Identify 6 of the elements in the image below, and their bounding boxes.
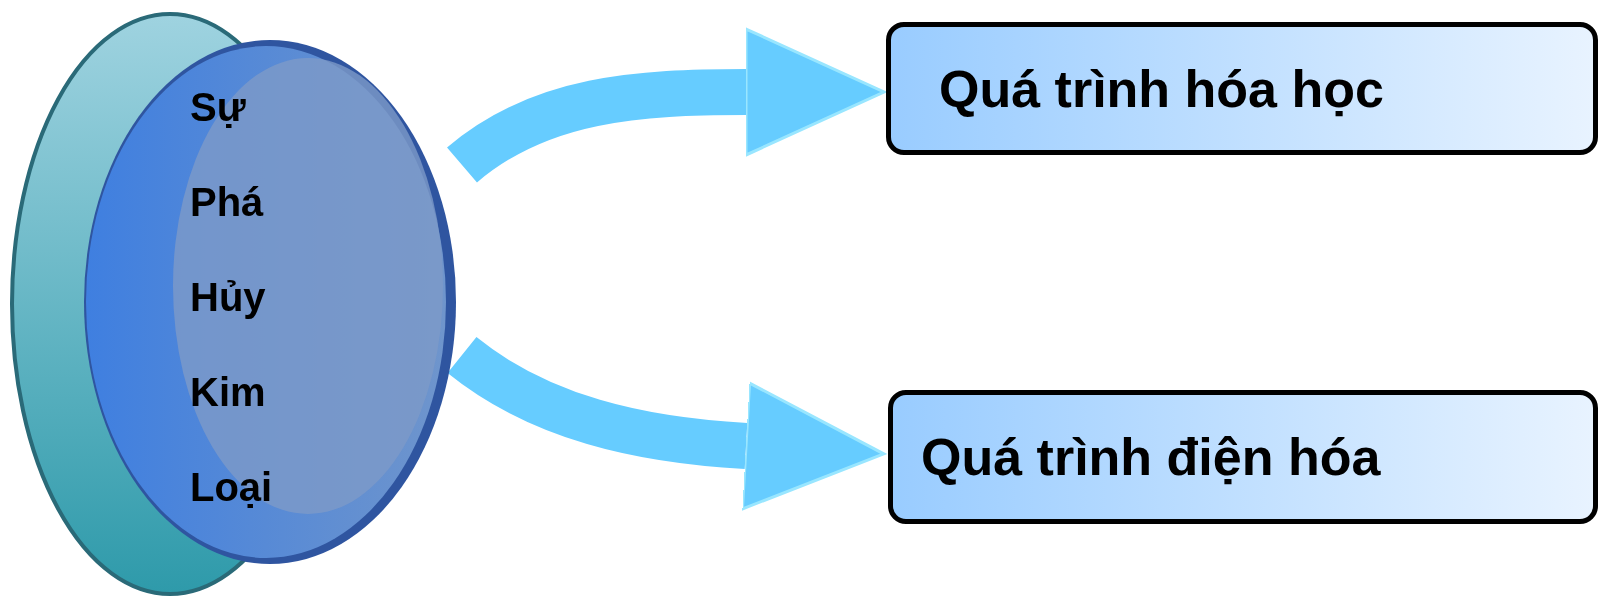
- node-label: Sự Phá Hủy Kim Loại: [190, 84, 273, 511]
- block-arrow: [448, 336, 886, 511]
- process-box: [886, 22, 1598, 155]
- node-label: Quá trình điện hóa: [921, 427, 1381, 487]
- process-box: [888, 390, 1598, 524]
- node-label: Quá trình hóa học: [939, 58, 1384, 119]
